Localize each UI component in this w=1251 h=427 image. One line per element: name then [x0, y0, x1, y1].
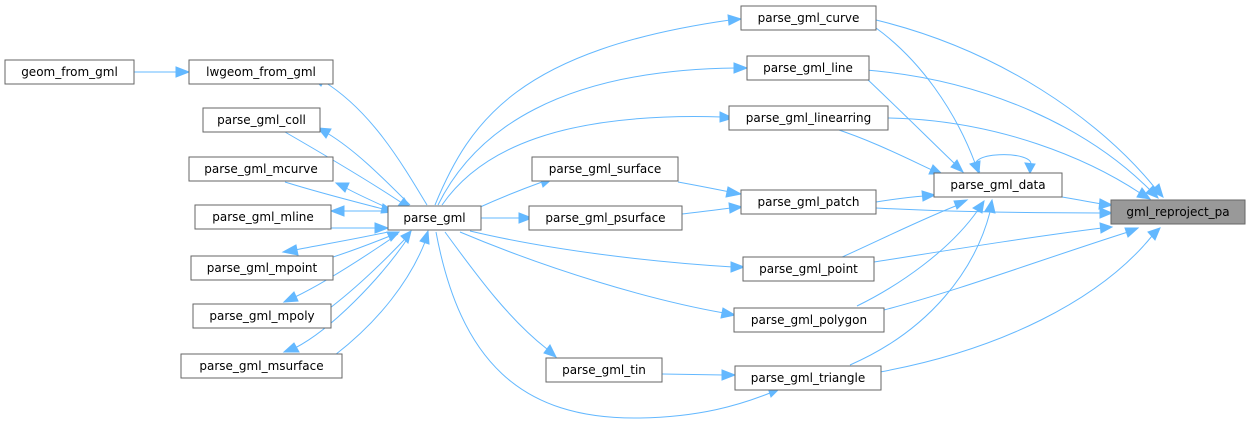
svg-text:parse_gml_data: parse_gml_data	[950, 178, 1045, 192]
node-parse-gml[interactable]: parse_gml	[387, 205, 482, 231]
edge-parse-gml-to-mpoint	[281, 231, 389, 256]
edge-data-self-loop	[975, 154, 1036, 175]
node-parse-gml-psurface[interactable]: parse_gml_psurface	[528, 205, 683, 231]
node-parse-gml-polygon[interactable]: parse_gml_polygon	[733, 307, 885, 333]
node-parse-gml-triangle[interactable]: parse_gml_triangle	[734, 365, 882, 391]
node-parse-gml-mline[interactable]: parse_gml_mline	[194, 204, 332, 230]
svg-text:parse_gml_patch: parse_gml_patch	[757, 195, 859, 209]
node-parse-gml-patch[interactable]: parse_gml_patch	[740, 189, 877, 215]
svg-text:parse_gml_surface: parse_gml_surface	[549, 162, 662, 176]
svg-text:parse_gml_mcurve: parse_gml_mcurve	[204, 162, 318, 176]
edge-mline-to-parse-gml	[331, 222, 390, 234]
svg-text:parse_gml_curve: parse_gml_curve	[758, 11, 860, 25]
node-parse-gml-surface[interactable]: parse_gml_surface	[531, 156, 679, 182]
svg-text:parse_gml_tin: parse_gml_tin	[562, 363, 646, 377]
edge-polygon-to-reproject	[883, 227, 1140, 311]
edge-parse-gml-to-mcurve	[334, 182, 391, 210]
edge-patch-to-data	[875, 190, 937, 203]
svg-text:gml_reproject_pa: gml_reproject_pa	[1126, 205, 1229, 219]
edge-triangle-to-reproject	[879, 227, 1161, 373]
node-parse-gml-msurface[interactable]: parse_gml_msurface	[180, 353, 343, 379]
node-parse-gml-mpoint[interactable]: parse_gml_mpoint	[190, 255, 334, 281]
svg-text:lwgeom_from_gml: lwgeom_from_gml	[206, 65, 316, 79]
edge-mpoly-to-parse-gml	[329, 230, 412, 309]
svg-text:parse_gml_psurface: parse_gml_psurface	[545, 211, 665, 225]
edge-line-to-data	[865, 77, 965, 173]
svg-text:parse_gml_polygon: parse_gml_polygon	[751, 313, 867, 327]
svg-text:parse_gml_mpoly: parse_gml_mpoly	[209, 309, 314, 323]
node-parse-gml-line[interactable]: parse_gml_line	[746, 55, 870, 81]
node-parse-gml-data[interactable]: parse_gml_data	[933, 172, 1063, 198]
edge-parse-gml-to-line	[437, 62, 749, 206]
svg-text:geom_from_gml: geom_from_gml	[21, 65, 118, 79]
node-parse-gml-mcurve[interactable]: parse_gml_mcurve	[188, 156, 334, 182]
edge-parse-gml-to-point	[469, 230, 746, 273]
svg-text:parse_gml_point: parse_gml_point	[759, 262, 858, 276]
node-parse-gml-point[interactable]: parse_gml_point	[742, 256, 875, 282]
svg-text:parse_gml_mpoint: parse_gml_mpoint	[207, 261, 318, 275]
edge-psurface-to-patch	[681, 202, 744, 215]
node-parse-gml-coll[interactable]: parse_gml_coll	[202, 107, 321, 133]
edge-parse-gml-to-psurface	[481, 212, 534, 224]
node-parse-gml-curve[interactable]: parse_gml_curve	[740, 5, 877, 31]
svg-text:parse_gml: parse_gml	[403, 211, 465, 225]
node-parse-gml-mpoly[interactable]: parse_gml_mpoly	[192, 303, 332, 329]
edge-data-to-reproject	[1061, 196, 1114, 210]
edge-line-to-reproject	[865, 69, 1159, 199]
svg-text:parse_gml_coll: parse_gml_coll	[217, 113, 306, 127]
node-lwgeom-from-gml[interactable]: lwgeom_from_gml	[188, 59, 334, 85]
edge-point-to-data	[839, 199, 969, 259]
edge-parse-gml-to-polygon	[459, 231, 737, 319]
node-geom-from-gml[interactable]: geom_from_gml	[4, 59, 135, 85]
edge-parse-gml-to-lwgeom	[310, 76, 428, 206]
edge-curve-to-reproject	[875, 19, 1164, 198]
svg-text:parse_gml_linearring: parse_gml_linearring	[746, 111, 871, 125]
svg-text:parse_gml_mline: parse_gml_mline	[212, 210, 314, 224]
svg-text:parse_gml_triangle: parse_gml_triangle	[751, 371, 865, 385]
edge-parse-gml-to-surface	[477, 176, 555, 209]
edge-tin-to-triangle	[661, 369, 737, 381]
edge-surface-to-patch	[677, 181, 743, 198]
edge-triangle-to-data	[849, 198, 996, 366]
edge-parse-gml-to-mline	[329, 205, 388, 217]
edge-parse-gml-to-coll	[316, 127, 411, 206]
edge-patch-to-reproject	[875, 207, 1114, 219]
node-gml-reproject-pa[interactable]: gml_reproject_pa	[1110, 199, 1246, 225]
edge-parse-gml-to-mpoly	[282, 233, 399, 303]
edge-parse-gml-to-linearring	[441, 111, 735, 206]
node-parse-gml-linearring[interactable]: parse_gml_linearring	[728, 105, 889, 131]
edge-parse-gml-to-tin	[444, 231, 557, 358]
svg-text:parse_gml_line: parse_gml_line	[763, 61, 853, 75]
edge-polygon-to-data	[856, 199, 985, 307]
edge-lwgeom-to-geom	[134, 66, 191, 78]
edge-mpoint-to-parse-gml	[329, 231, 401, 259]
node-parse-gml-tin[interactable]: parse_gml_tin	[545, 357, 663, 383]
edge-parse-gml-to-msurface	[282, 234, 411, 353]
edge-parse-gml-to-curve	[434, 14, 743, 206]
edge-linearring-to-reproject	[887, 117, 1152, 200]
edge-point-to-reproject	[873, 222, 1114, 263]
edge-msurface-to-parse-gml	[334, 229, 430, 356]
svg-text:parse_gml_msurface: parse_gml_msurface	[199, 359, 323, 373]
edge-parse-gml-to-triangle	[435, 231, 781, 419]
